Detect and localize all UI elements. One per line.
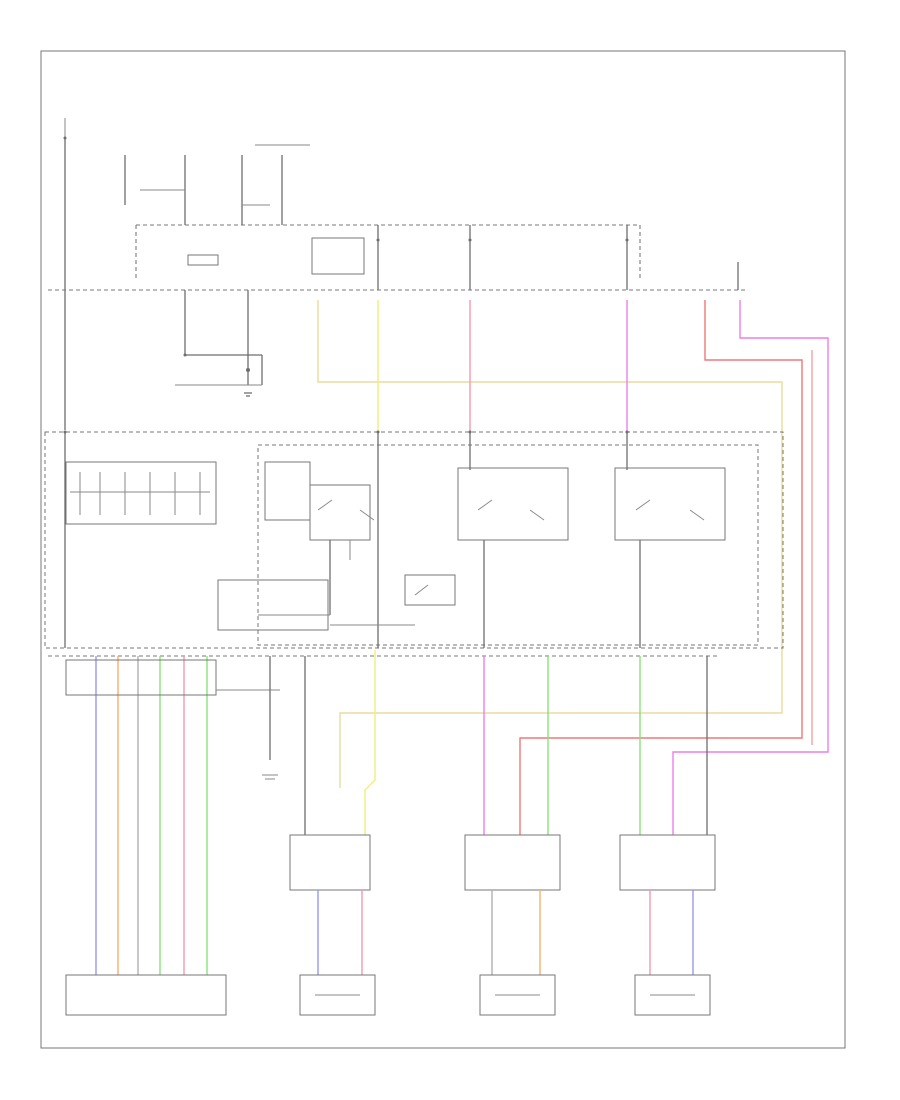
wire-tan xyxy=(317,300,783,788)
wire-magenta-2 xyxy=(672,300,829,835)
signal-wires xyxy=(317,300,829,835)
control-module xyxy=(44,430,784,649)
diagram-border xyxy=(40,50,846,1049)
lower-right-wires xyxy=(262,656,716,1016)
power-distribution-section xyxy=(48,118,748,430)
wire-red xyxy=(519,300,803,835)
lower-left-wires xyxy=(65,656,280,1016)
